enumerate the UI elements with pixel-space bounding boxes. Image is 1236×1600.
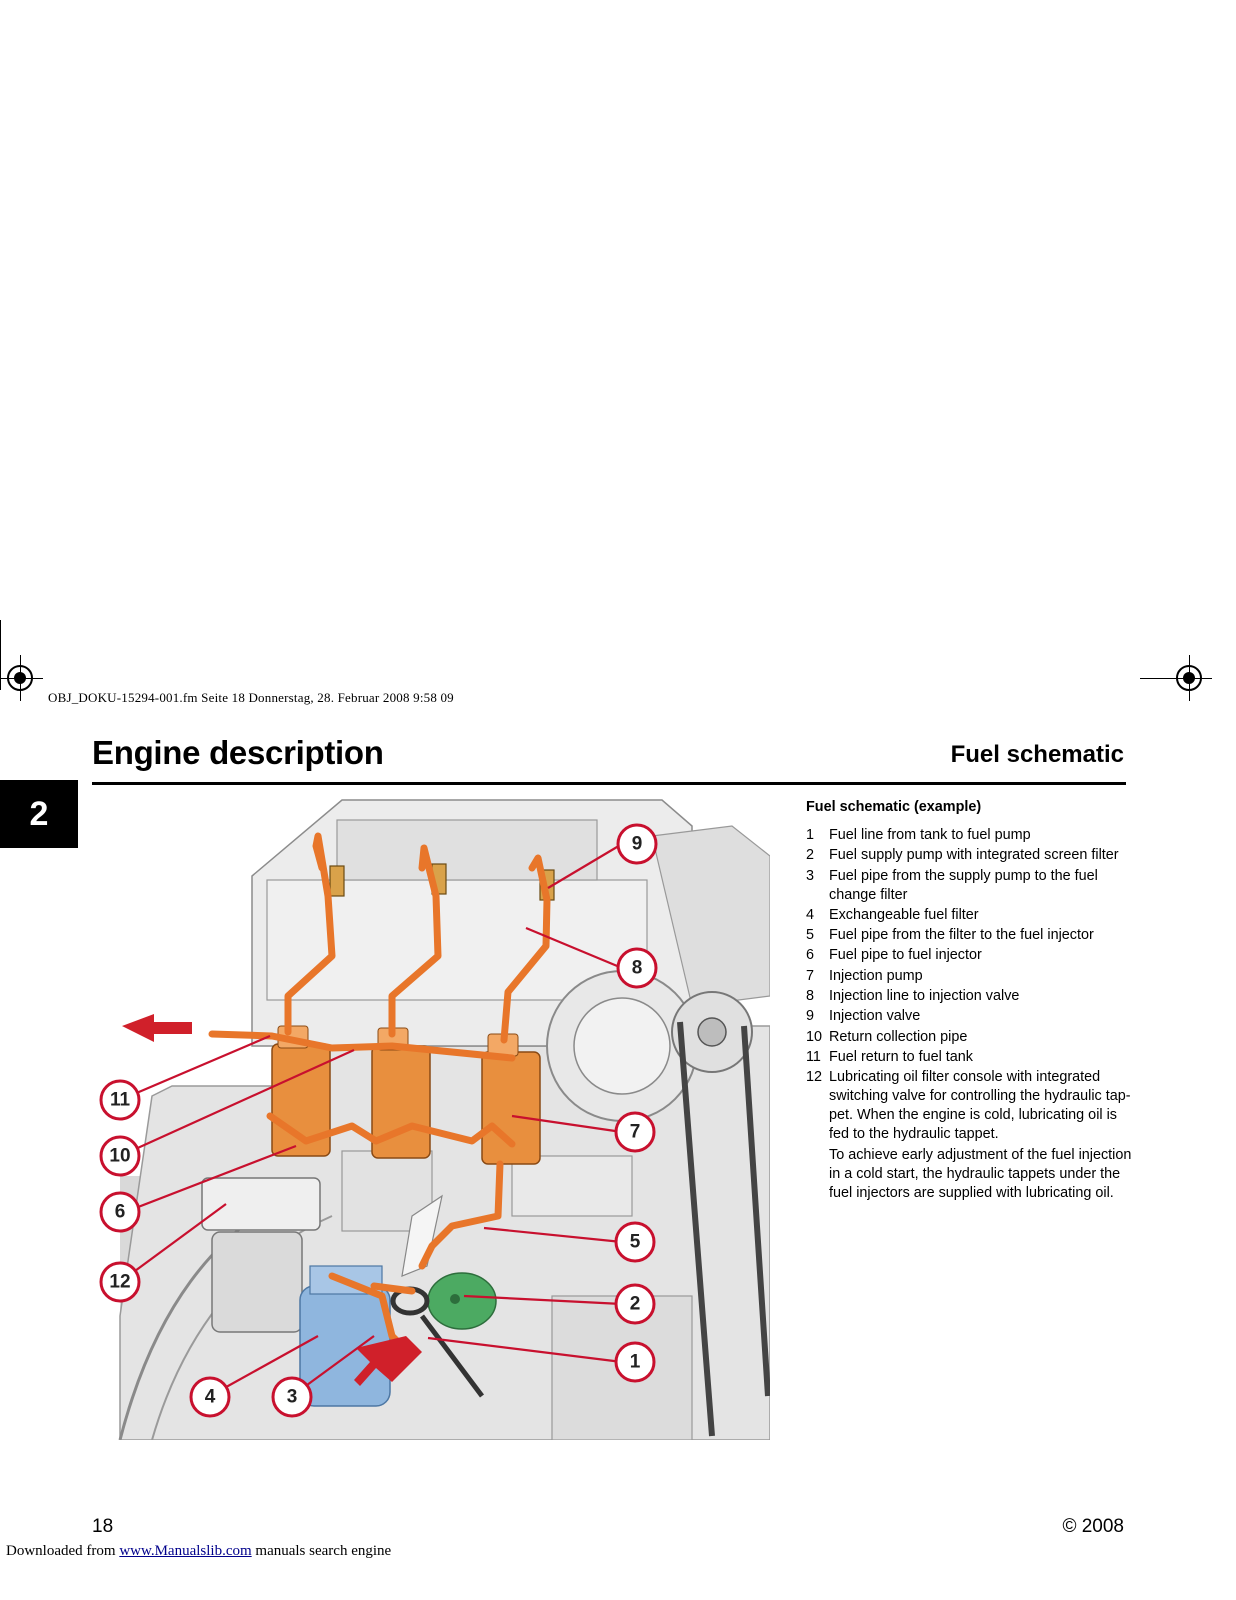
legend-item-number: 4 xyxy=(806,906,815,923)
legend-item-number: 8 xyxy=(806,988,815,1005)
legend-item: 3 Fuel pipe from the supply pump to the f… xyxy=(806,867,1136,905)
legend-item-number: 10 xyxy=(806,1028,823,1045)
callout-6: 6 xyxy=(99,1191,141,1233)
legend-item-number: 3 xyxy=(806,867,815,884)
legend-item: To achieve early adjustment of the fuel … xyxy=(806,1146,1136,1203)
manualslib-link[interactable]: www.Manualslib.com xyxy=(119,1543,252,1559)
registration-mark-right xyxy=(1166,655,1212,701)
callout-1: 1 xyxy=(614,1341,656,1383)
callout-4: 4 xyxy=(189,1376,231,1418)
legend-item-text: Injection valve xyxy=(829,1008,921,1025)
legend-item: 4 Exchangeable fuel filter xyxy=(806,906,1136,925)
callout-2: 2 xyxy=(614,1283,656,1325)
page-title: Engine description xyxy=(92,734,384,771)
legend-item: 6 Fuel pipe to fuel injector xyxy=(806,946,1136,965)
legend-item-text: Lubricating oil filter console with inte… xyxy=(829,1069,1131,1143)
legend-list: 1 Fuel line from tank to fuel pump 2 Fuel s… xyxy=(806,826,1136,1203)
legend-item-number xyxy=(806,1146,829,1203)
download-suffix: manuals search engine xyxy=(251,1543,392,1559)
callout-11: 11 xyxy=(99,1079,141,1121)
download-note: Downloaded from www.Manualslib.com manua… xyxy=(6,1543,391,1560)
legend-item-number: 2 xyxy=(806,847,815,864)
callout-12: 12 xyxy=(99,1261,141,1303)
engine-illustration xyxy=(118,799,771,1441)
legend-item-text: Fuel pipe from the filter to the fuel in… xyxy=(829,927,1094,944)
legend-item-number: 6 xyxy=(806,947,815,964)
callout-3: 3 xyxy=(271,1376,313,1418)
svg-text:10: 10 xyxy=(109,1146,130,1167)
callout-layer: 9 8 11 7 10 6 5 12 2 1 4 3 xyxy=(99,823,658,1418)
figure-legend: Fuel schematic (example) 1 Fuel line from… xyxy=(806,798,1136,1204)
legend-item-text: Exchangeable fuel filter xyxy=(829,906,979,923)
legend-item: 8 Injection line to injection valve xyxy=(806,987,1136,1006)
page-number: 18 xyxy=(92,1516,114,1537)
file-slug: OBJ_DOKU-15294-001.fm Seite 18 Donnersta… xyxy=(48,690,454,705)
legend-item: 10 Return collection pipe xyxy=(806,1028,1136,1047)
legend-item-number: 7 xyxy=(806,967,815,984)
callout-8: 8 xyxy=(616,947,658,989)
svg-text:6: 6 xyxy=(115,1202,126,1223)
legend-item-text: Fuel line from tank to fuel pump xyxy=(829,827,1031,843)
svg-text:12: 12 xyxy=(109,1272,130,1293)
svg-text:8: 8 xyxy=(632,958,643,979)
legend-item: 7 Injection pump xyxy=(806,967,1136,986)
svg-text:1: 1 xyxy=(630,1352,641,1373)
legend-item-number: 5 xyxy=(806,927,815,944)
legend-item-text: Fuel pipe to fuel injector xyxy=(829,947,982,964)
callout-10: 10 xyxy=(99,1135,141,1177)
crop-mark-left-v xyxy=(0,620,1,690)
legend-item-text: Fuel pipe from the supply pump to the fu… xyxy=(829,867,1098,903)
svg-text:5: 5 xyxy=(630,1232,641,1253)
legend-item: 2 Fuel supply pump with integrated screen… xyxy=(806,846,1136,865)
legend-item-number: 9 xyxy=(806,1008,815,1025)
legend-heading: Fuel schematic (example) xyxy=(806,799,982,815)
legend-item: 1 Fuel line from tank to fuel pump xyxy=(806,826,1136,845)
svg-text:9: 9 xyxy=(632,834,643,855)
legend-item: 11 Fuel return to fuel tank xyxy=(806,1048,1136,1067)
svg-text:3: 3 xyxy=(287,1387,298,1408)
svg-text:11: 11 xyxy=(110,1090,131,1111)
callout-7: 7 xyxy=(614,1111,656,1153)
svg-text:4: 4 xyxy=(205,1387,216,1408)
svg-text:7: 7 xyxy=(630,1122,641,1143)
legend-item-text: Fuel return to fuel tank xyxy=(829,1048,973,1065)
legend-item-text: To achieve early adjustment of the fuel … xyxy=(829,1146,1132,1201)
legend-item-number: 11 xyxy=(806,1048,821,1065)
svg-text:2: 2 xyxy=(630,1294,641,1315)
section-title: Fuel schematic xyxy=(950,741,1124,768)
legend-item-text: Fuel supply pump with integrated screen … xyxy=(829,847,1119,864)
legend-item-text: Injection line to injection valve xyxy=(829,988,1020,1005)
legend-item-text: Injection pump xyxy=(829,967,923,984)
registration-mark-left xyxy=(0,655,43,701)
legend-item-number: 1 xyxy=(806,827,815,843)
legend-item: 12 Lubricating oil filter console with in… xyxy=(806,1068,1136,1144)
legend-item: 5 Fuel pipe from the filter to the fuel i… xyxy=(806,926,1136,945)
chapter-tab: 2 xyxy=(0,780,78,848)
legend-item-text: Return collection pipe xyxy=(829,1028,968,1045)
callout-9: 9 xyxy=(616,823,658,865)
header-rule xyxy=(92,782,1126,785)
callout-5: 5 xyxy=(614,1221,656,1263)
download-prefix: Downloaded from xyxy=(6,1543,120,1559)
engine-fuel-schematic-figure: 9 8 11 7 10 6 5 12 2 1 4 3 xyxy=(92,796,771,1441)
copyright: © 2008 xyxy=(1062,1516,1124,1537)
legend-item: 9 Injection valve xyxy=(806,1007,1136,1026)
legend-item-number: 12 xyxy=(806,1069,823,1086)
